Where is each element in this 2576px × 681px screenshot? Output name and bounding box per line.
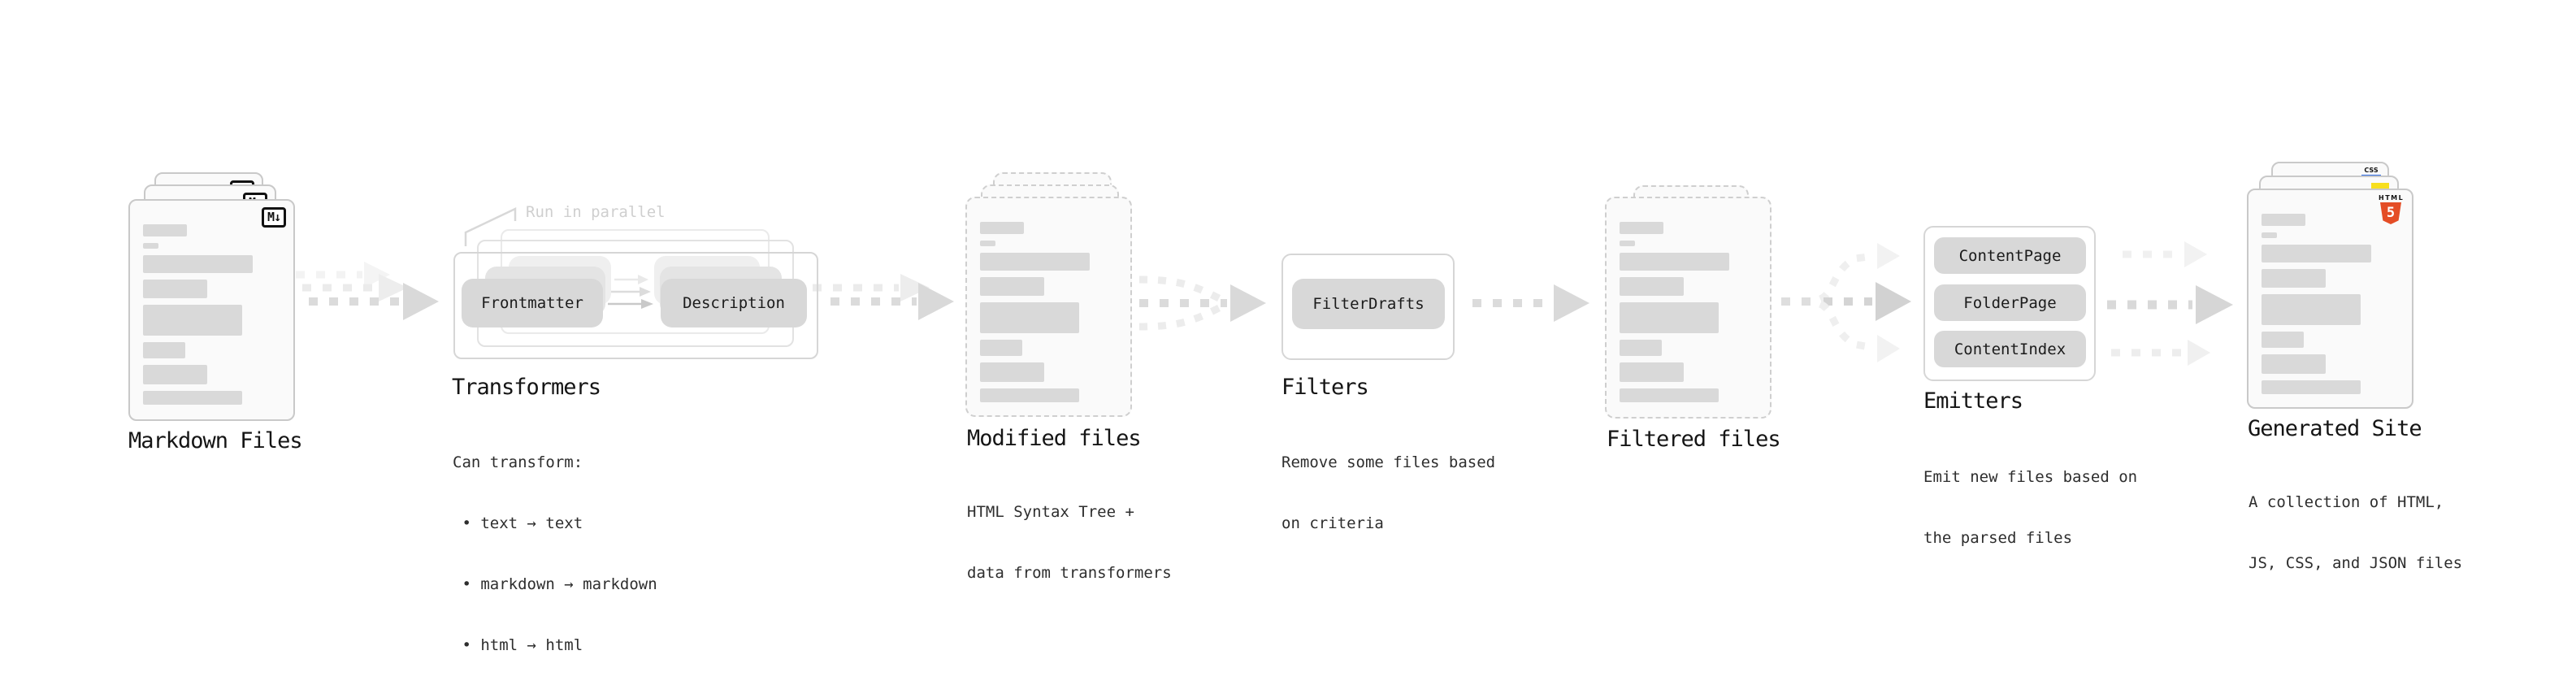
arrow-filters-to-filtered: [1472, 284, 1589, 322]
contentindex-chip: ContentIndex: [1934, 331, 2086, 367]
modified-files-label: Modified files: [967, 426, 1142, 451]
arrow-filtered-to-emitters: [1781, 243, 1911, 362]
filterdrafts-chip: FilterDrafts: [1292, 279, 1445, 329]
filtered-doc-front: [1605, 197, 1772, 419]
transformer-layer-front: [453, 252, 818, 359]
generated-site-description: A collection of HTML, JS, CSS, and JSON …: [2249, 493, 2463, 572]
doc-placeholder-lines: [2262, 214, 2399, 394]
filters-label: Filters: [1281, 375, 1369, 400]
modified-doc-front: [965, 197, 1132, 417]
generated-site-label: Generated Site: [2248, 416, 2422, 441]
arrow-frontmatter-to-description: [608, 275, 653, 309]
arrow-modified-to-filters: [1138, 275, 1266, 331]
emitters-label: Emitters: [1923, 388, 2023, 414]
emitters-description: Emit new files based on the parsed files: [1923, 468, 2138, 547]
arrow-emitters-to-site: [2107, 241, 2233, 366]
doc-placeholder-lines: [980, 222, 1117, 402]
doc-placeholder-lines: [1620, 222, 1757, 402]
frontmatter-chip: Frontmatter: [462, 279, 603, 327]
filters-description: Remove some files based on criteria: [1281, 453, 1496, 532]
markdown-icon: M↓: [261, 207, 286, 228]
markdown-doc-front: M↓: [128, 199, 295, 421]
contentpage-chip: ContentPage: [1934, 237, 2086, 274]
transformers-description: Can transform: • text → text • markdown …: [453, 453, 657, 654]
description-chip: Description: [661, 279, 807, 327]
arrow-transformers-to-modified: [813, 274, 954, 320]
folderpage-chip: FolderPage: [1934, 284, 2086, 321]
modified-files-description: HTML Syntax Tree + data from transformer…: [967, 503, 1172, 582]
markdown-files-label: Markdown Files: [128, 428, 303, 453]
annotation-leader-line: [464, 207, 517, 246]
doc-placeholder-lines: [143, 224, 280, 405]
filtered-files-label: Filtered files: [1607, 427, 1781, 452]
site-doc-html: HTML 5: [2247, 189, 2413, 409]
html5-icon: HTML 5: [2379, 194, 2403, 224]
arrow-markdown-to-transformers: [296, 262, 439, 320]
run-in-parallel-annotation: Run in parallel: [526, 203, 666, 221]
transformers-label: Transformers: [452, 375, 601, 400]
